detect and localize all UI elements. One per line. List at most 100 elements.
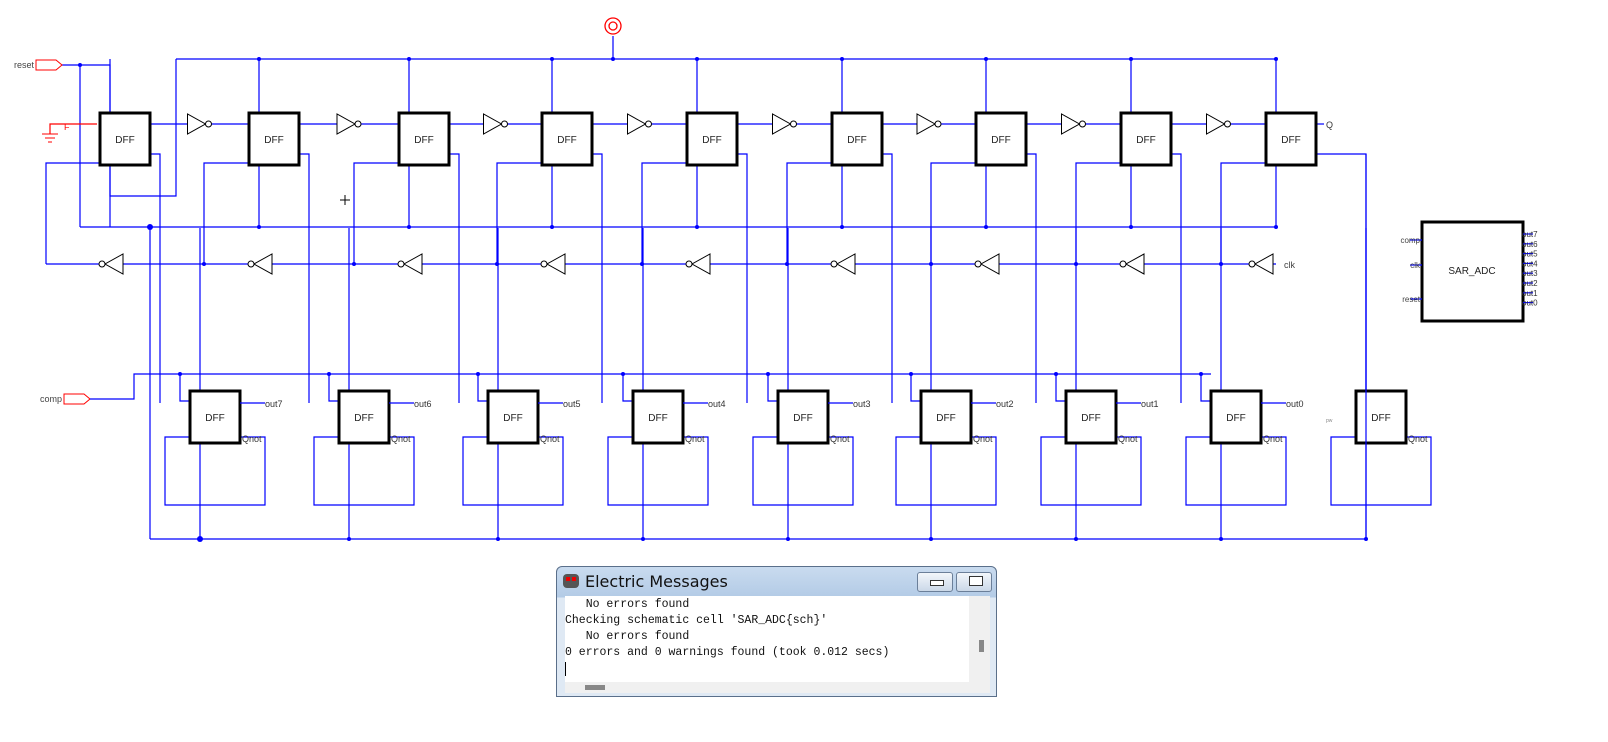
dff-top[interactable] — [540, 111, 594, 167]
wire — [752, 436, 854, 506]
inverter-icon[interactable] — [627, 113, 647, 135]
inverter-bubble — [830, 260, 838, 268]
inverter-icon[interactable] — [187, 113, 207, 135]
qnot-label: Qnot — [685, 434, 705, 444]
dff-label: DFF — [1371, 413, 1390, 424]
dff-bottom[interactable] — [188, 389, 242, 445]
wire-junction — [840, 225, 844, 229]
vertical-scrollbar[interactable] — [979, 640, 984, 652]
dff-top[interactable] — [1264, 111, 1318, 167]
wire-junction — [327, 372, 331, 376]
dff-top[interactable] — [974, 111, 1028, 167]
qnot-label: Qnot — [1263, 434, 1283, 444]
wire-junction — [1074, 537, 1078, 541]
inverter-icon[interactable] — [979, 253, 1000, 275]
wire — [641, 162, 687, 264]
dff-bottom[interactable] — [1209, 389, 1263, 445]
dff-label: DFF — [702, 135, 721, 146]
sar-adc-output-label: out4 — [1522, 259, 1538, 268]
dff-label: DFF — [648, 413, 667, 424]
dff-bottom[interactable] — [776, 389, 830, 445]
inverter-icon[interactable] — [402, 253, 423, 275]
dff-bottom[interactable] — [486, 389, 540, 445]
dff-label: DFF — [793, 413, 812, 424]
inverter-bubble — [501, 120, 508, 128]
inverter-bubble — [98, 260, 106, 268]
inverter-icon[interactable] — [916, 113, 937, 135]
wire-junction — [641, 537, 645, 541]
inverter-icon[interactable] — [772, 113, 792, 135]
wire — [449, 153, 460, 403]
inverter-icon[interactable] — [835, 253, 856, 275]
wire — [179, 374, 190, 402]
dff-top[interactable] — [1119, 111, 1173, 167]
wire — [592, 153, 603, 403]
inverter-icon[interactable] — [103, 253, 124, 275]
dff-bottom[interactable] — [919, 389, 973, 445]
wire-junction — [476, 372, 480, 376]
wire — [737, 153, 748, 403]
inverter-icon[interactable] — [1061, 113, 1081, 135]
qnot-label: Qnot — [391, 434, 411, 444]
inverter-bubble — [1224, 120, 1231, 128]
power-icon — [604, 17, 622, 35]
inverter-icon[interactable] — [1253, 253, 1274, 275]
qnot-label: Qnot — [540, 434, 560, 444]
minimize-button[interactable] — [917, 572, 953, 592]
dff-top[interactable] — [98, 111, 152, 167]
output-label: out0 — [1286, 399, 1304, 409]
maximize-button[interactable] — [956, 572, 992, 592]
messages-window[interactable]: Electric Messages No errors found Checki… — [556, 566, 997, 697]
reset-export[interactable] — [35, 59, 63, 71]
comp-export[interactable] — [63, 393, 91, 405]
maximize-icon — [969, 576, 983, 586]
dff-top[interactable] — [830, 111, 884, 167]
wire-junction — [257, 225, 261, 229]
inverter-bubble — [685, 260, 693, 268]
sar-adc-input-label: comp — [1400, 236, 1420, 245]
dff-label: DFF — [1281, 135, 1300, 146]
dff-bottom[interactable] — [631, 389, 685, 445]
minimize-icon — [930, 580, 944, 586]
sar-adc-icon-block[interactable] — [1420, 220, 1525, 323]
dff-top[interactable] — [247, 111, 301, 167]
inverter-icon[interactable] — [1206, 113, 1226, 135]
wire-junction — [78, 63, 82, 67]
wire — [203, 162, 249, 264]
inverter-icon[interactable] — [336, 113, 357, 135]
wire-junction — [1274, 57, 1278, 61]
wire-junction — [786, 537, 790, 541]
dff-top[interactable] — [397, 111, 451, 167]
wire — [930, 162, 976, 264]
dff-label: DFF — [1136, 135, 1155, 146]
output-label: out7 — [265, 399, 283, 409]
wire-junction — [197, 536, 203, 542]
wire-junction — [550, 57, 554, 61]
wire-junction — [929, 537, 933, 541]
inverter-icon[interactable] — [483, 113, 503, 135]
dff-bottom[interactable] — [337, 389, 391, 445]
horizontal-scrollbar[interactable] — [585, 685, 605, 690]
output-label: out3 — [853, 399, 871, 409]
pw-label: pw — [1326, 418, 1333, 424]
dff-bottom[interactable] — [1064, 389, 1118, 445]
inverter-icon[interactable] — [690, 253, 711, 275]
dff-top[interactable] — [685, 111, 739, 167]
ground-icon — [42, 133, 58, 143]
inverter-icon[interactable] — [545, 253, 566, 275]
messages-text-area[interactable]: No errors found Checking schematic cell … — [565, 596, 969, 682]
inverter-bubble — [1248, 260, 1256, 268]
inverter-icon[interactable] — [1124, 253, 1145, 275]
sar-adc-output-label: out7 — [1522, 230, 1538, 239]
dff-bottom[interactable] — [1354, 389, 1408, 445]
wire — [328, 374, 339, 402]
wire-junction — [695, 225, 699, 229]
output-label: out2 — [996, 399, 1014, 409]
qnot-label: Qnot — [830, 434, 850, 444]
wire — [313, 436, 415, 506]
inverter-icon[interactable] — [252, 253, 273, 275]
wire — [910, 374, 921, 402]
output-label: out4 — [708, 399, 726, 409]
wire-junction — [621, 372, 625, 376]
